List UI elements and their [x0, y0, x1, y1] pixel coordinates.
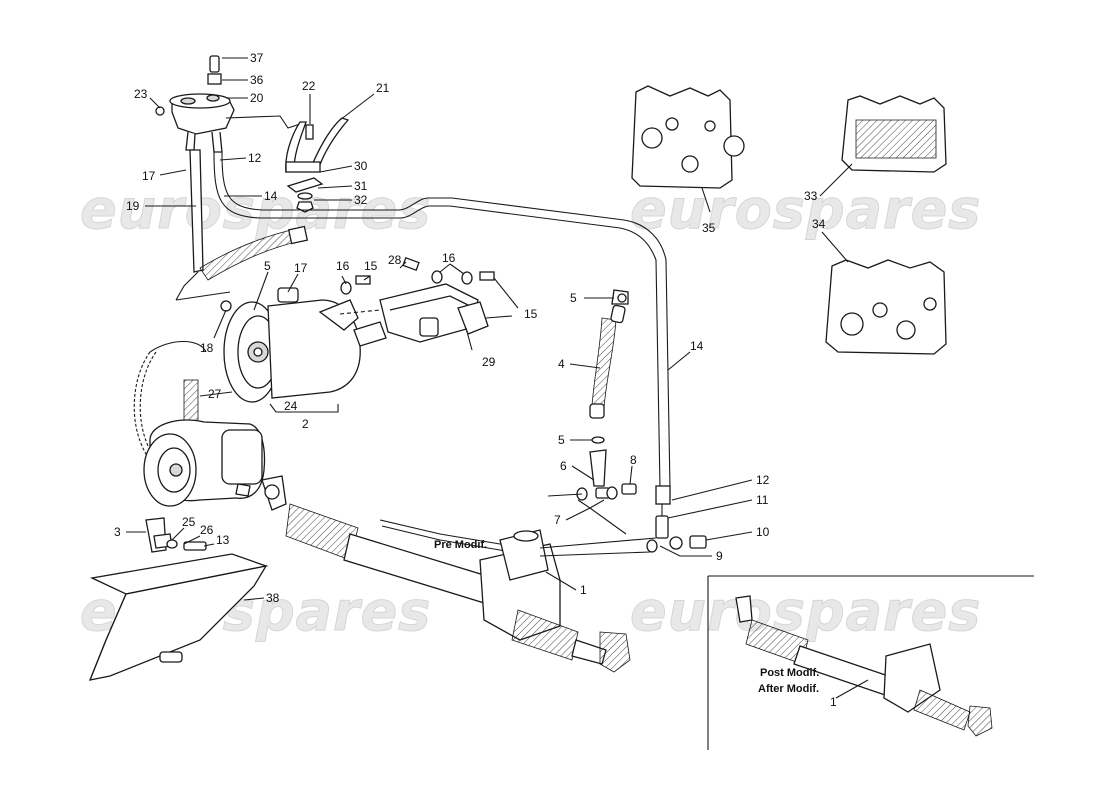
callout-7: 7 [554, 513, 561, 527]
callout-34: 34 [812, 217, 826, 231]
callout-12-pipe: 12 [756, 473, 770, 487]
pressure-hose-icon [576, 289, 637, 501]
callout-17-top: 17 [142, 169, 156, 183]
callout-5-hose-top: 5 [570, 291, 577, 305]
callout-38: 38 [266, 591, 280, 605]
callout-35: 35 [702, 221, 716, 235]
gasket-kit-33-icon [841, 95, 947, 173]
callout-20: 20 [250, 91, 264, 105]
reservoir-icon [155, 55, 301, 153]
callout-labels: 37 36 20 23 22 21 17 12 19 14 30 31 32 5… [114, 51, 837, 709]
callout-1-main: 1 [580, 583, 587, 597]
callout-25: 25 [182, 515, 196, 529]
callout-1-inset: 1 [830, 695, 837, 709]
callout-9: 9 [716, 549, 723, 563]
callout-4: 4 [558, 357, 565, 371]
pump-icon [220, 287, 387, 403]
callout-31: 31 [354, 179, 368, 193]
callout-23: 23 [134, 87, 148, 101]
callout-12-top: 12 [248, 151, 262, 165]
callout-26: 26 [200, 523, 214, 537]
after-modif-note: After Modif. [758, 683, 819, 695]
callout-14-top: 14 [264, 189, 278, 203]
callout-22: 22 [302, 79, 316, 93]
watermark-4: eurospares [630, 580, 981, 643]
callout-13: 13 [216, 533, 230, 547]
post-modif-note: Post Modif. [760, 667, 819, 679]
callout-30: 30 [354, 159, 368, 173]
callout-14-pipe: 14 [690, 339, 704, 353]
pipe-fittings-icon [646, 485, 707, 553]
gasket-kit-34-icon [825, 259, 947, 355]
hose-lines [175, 149, 671, 489]
gasket-kit-icon [631, 85, 745, 189]
callout-16-left: 16 [336, 259, 350, 273]
callout-28: 28 [388, 253, 402, 267]
pre-modif-note: Pre Modif. [434, 539, 487, 551]
callout-36: 36 [250, 73, 264, 87]
callout-24: 24 [284, 399, 298, 413]
callout-15-right: 15 [524, 307, 538, 321]
callout-8: 8 [630, 453, 637, 467]
post-modif-inset [707, 575, 1034, 750]
callout-33: 33 [804, 189, 818, 203]
callout-32: 32 [354, 193, 368, 207]
callout-21: 21 [376, 81, 390, 95]
callout-37: 37 [250, 51, 264, 65]
callout-17-pump: 17 [294, 261, 308, 275]
callout-15-left: 15 [364, 259, 378, 273]
leader-lines [126, 57, 869, 699]
callout-3: 3 [114, 525, 121, 539]
callout-5-hose-bottom: 5 [558, 433, 565, 447]
mount-bracket-icon [339, 257, 513, 343]
callout-5-pump: 5 [264, 259, 271, 273]
callout-18: 18 [200, 341, 214, 355]
callout-27: 27 [208, 387, 222, 401]
callout-2: 2 [302, 417, 309, 431]
steering-rack-icon [261, 475, 631, 673]
callout-6: 6 [560, 459, 567, 473]
callout-29: 29 [482, 355, 496, 369]
watermark-2: eurospares [630, 178, 981, 241]
compressor-icon [133, 341, 266, 507]
callout-19: 19 [126, 199, 140, 213]
callout-11: 11 [756, 493, 769, 507]
callout-16-right: 16 [442, 251, 456, 265]
callout-10: 10 [756, 525, 770, 539]
